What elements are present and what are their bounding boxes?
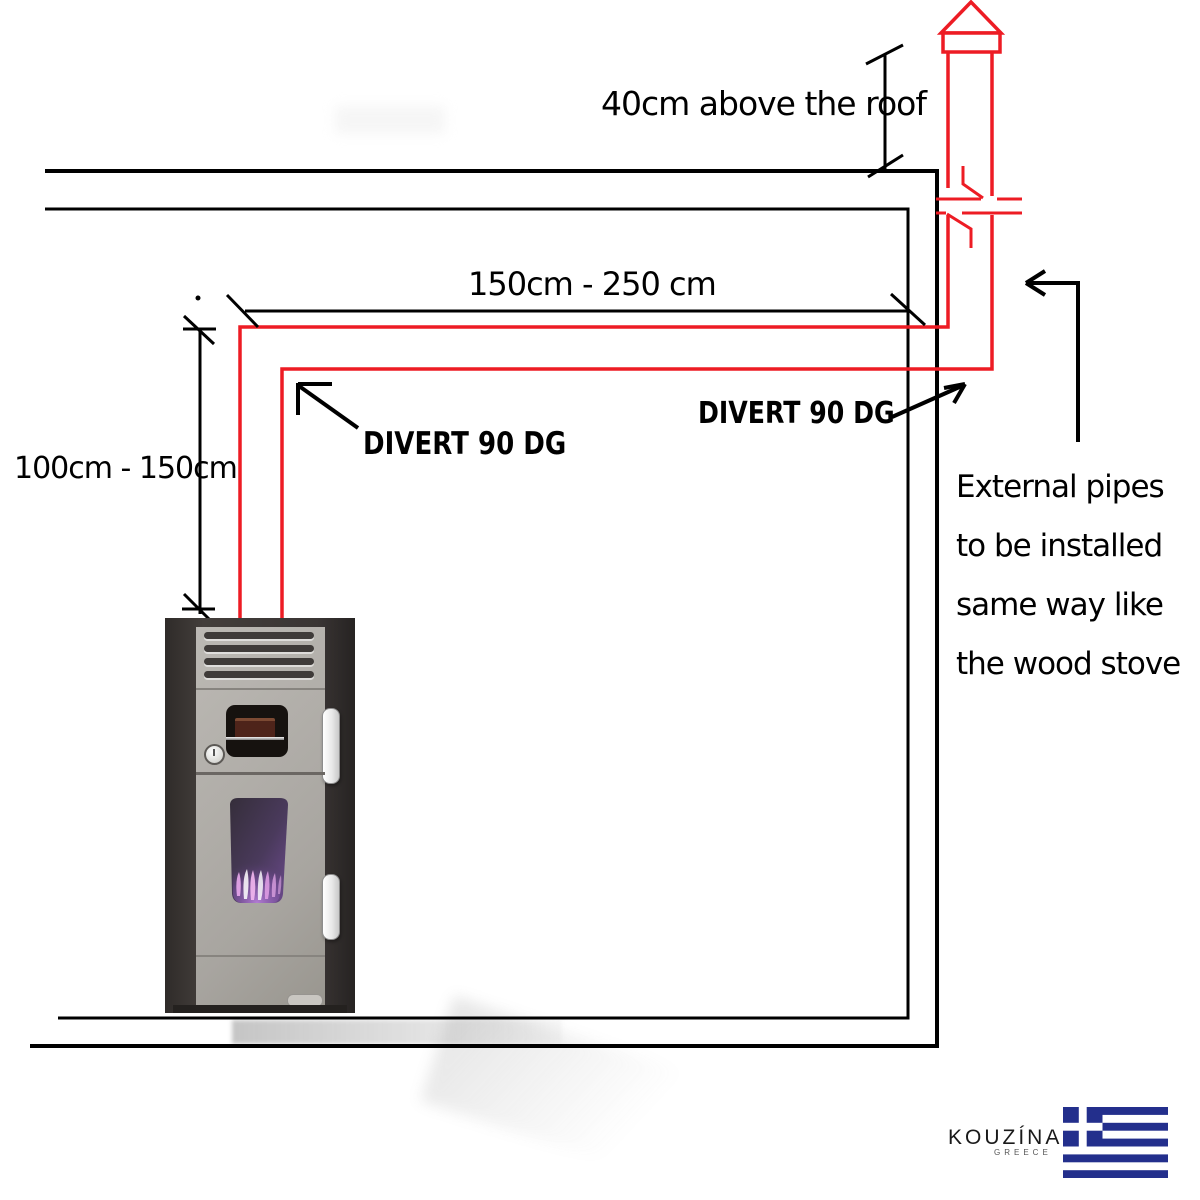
dim-tick [889, 292, 927, 327]
label-divert-right: DIVERT 90 DG [698, 396, 895, 431]
pipe-inner-outline [238, 215, 950, 622]
note-line-2: to be installed [956, 528, 1163, 564]
ember-glass [235, 718, 275, 738]
flame-tongues [236, 869, 282, 900]
logo-brand-text: KOUZÍNA [948, 1126, 1063, 1149]
external-pipes-note: External pipes to be installed same way … [956, 458, 1181, 694]
label-above-roof: 40cm above the roof [601, 84, 927, 123]
label-vertical-run: 100cm - 150cm [14, 451, 238, 486]
room-walls [30, 169, 939, 1048]
door-handle-bar [226, 737, 284, 740]
note-line-1: External pipes [956, 469, 1165, 505]
stove-floor-shadow [232, 1020, 562, 1044]
scan-smudge [335, 106, 445, 134]
cap-collar [941, 31, 1002, 54]
vent-slot [204, 632, 314, 639]
note-line-4: the wood stove [956, 646, 1181, 682]
hopper-door-window [226, 705, 288, 757]
panel-seam [196, 955, 325, 957]
cap-cone [936, 0, 1006, 35]
vent-slot [204, 671, 314, 678]
panel-seam [196, 772, 325, 775]
dim-dot [195, 295, 201, 301]
upper-door-handle [322, 708, 340, 784]
pipe-break-symbol [936, 166, 1022, 248]
dim-tick [867, 153, 904, 179]
pellet-stove [165, 618, 355, 1013]
flag-stripes [1063, 1107, 1168, 1178]
divert-left-arrow [296, 382, 360, 430]
external-note-leader-arrow [1024, 269, 1080, 442]
dim-above-roof [865, 43, 904, 179]
logo-country-text: GREECE [994, 1148, 1052, 1157]
thermometer-gauge [204, 744, 225, 765]
dim-tick [225, 293, 260, 329]
fire-window [230, 798, 288, 903]
divert-right-arrow [891, 382, 967, 419]
label-divert-left: DIVERT 90 DG [363, 426, 567, 462]
vent-slot [204, 645, 314, 652]
vent-slot [204, 658, 314, 665]
note-line-3: same way like [956, 587, 1164, 623]
pipe-outer-outline [280, 215, 994, 622]
greek-flag [1063, 1107, 1168, 1178]
dim-tick [865, 43, 904, 66]
dim-horizontal-run [225, 292, 927, 329]
chimney-cap [936, 0, 1006, 54]
dim-vertical-run [182, 295, 218, 628]
flag-cross [1063, 1107, 1103, 1147]
flue-pipe [238, 52, 994, 622]
lower-door-handle [322, 874, 340, 940]
label-horizontal-run: 150cm - 250 cm [468, 265, 717, 303]
stove-base [173, 1005, 347, 1013]
panel-seam [196, 688, 325, 690]
dim-tick [182, 314, 216, 346]
